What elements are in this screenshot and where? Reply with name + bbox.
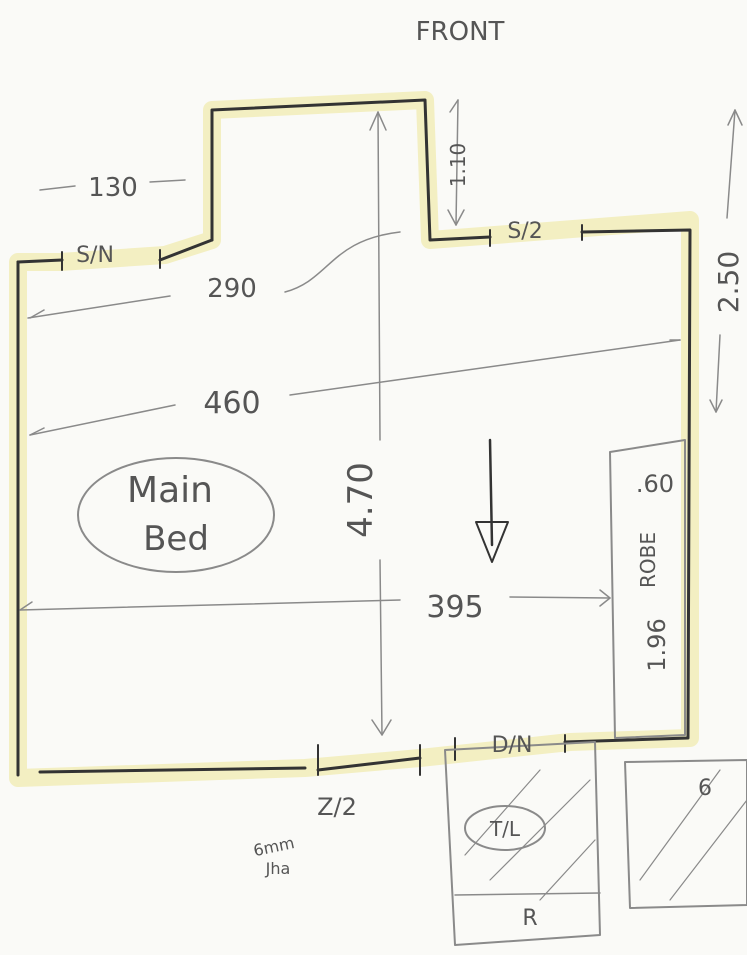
shower-mark: 6: [698, 776, 712, 801]
dim-robe-depth: .60: [636, 470, 674, 498]
room-name-line2: Bed: [143, 519, 209, 559]
room-name-line1: Main: [127, 470, 213, 511]
dim-top-left-width: 130: [88, 173, 138, 203]
wall-highlight: [9, 91, 699, 787]
note-line2: Jha: [265, 859, 291, 878]
door-label: D/N: [492, 733, 533, 758]
toilet-label: T/L: [489, 817, 521, 841]
dim-front-step: 1.10: [446, 143, 470, 188]
shower-block: [624, 759, 747, 909]
annex-label: R: [522, 906, 537, 931]
dim-overall-depth: 4.70: [341, 462, 381, 538]
robe-label: ROBE: [636, 532, 660, 588]
dim-robe-length: 1.96: [643, 618, 671, 671]
note-line1: 6mm: [252, 833, 296, 860]
toilet-ellipse: [464, 805, 546, 851]
dim-right-side: 2.50: [712, 251, 745, 313]
robe-box: [609, 439, 686, 739]
dim-lower-width: 395: [426, 590, 483, 625]
window-left-label: S/N: [76, 243, 114, 268]
north-arrow: [475, 438, 509, 563]
bottom-code-label: Z/2: [317, 793, 357, 821]
room-name-tag: Main Bed: [77, 457, 275, 573]
toilet-block: [444, 741, 601, 946]
dimension-lines: [19, 99, 743, 736]
room-walls: [16, 98, 692, 777]
dim-upper-width: 290: [207, 274, 257, 304]
front-heading: FRONT: [416, 17, 505, 47]
window-right-label: S/2: [507, 219, 542, 244]
dim-overall-width: 460: [203, 386, 260, 421]
